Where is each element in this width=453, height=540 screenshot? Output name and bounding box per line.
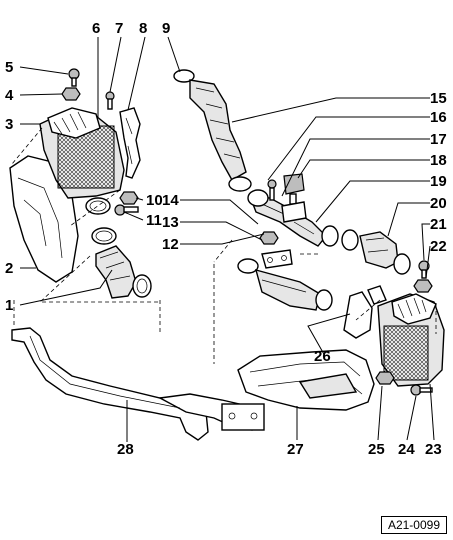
bolt-7 (105, 91, 115, 110)
hose-20 (341, 229, 411, 275)
callout-2: 2 (5, 260, 13, 277)
air-guide-right (237, 349, 375, 411)
hose-clamp-left-upper (85, 197, 111, 215)
callout-28: 28 (117, 441, 134, 458)
callout-13: 13 (162, 214, 179, 231)
callout-15: 15 (430, 90, 447, 107)
nut-22 (413, 279, 433, 293)
callout-numbers: 5 4 3 6 7 8 9 10 11 2 1 14 13 12 15 16 1… (5, 20, 447, 458)
dashed-assembly-lines (11, 127, 437, 364)
callout-6: 6 (92, 20, 100, 37)
callout-8: 8 (139, 20, 147, 37)
callout-5: 5 (5, 59, 13, 76)
hose-clamp-9 (173, 69, 195, 83)
callout-11: 11 (146, 212, 162, 229)
nut-25 (375, 371, 395, 385)
bracket-8 (119, 107, 141, 179)
callout-18: 18 (430, 152, 447, 169)
callout-7: 7 (115, 20, 123, 37)
intake-pipe-28 (11, 327, 265, 441)
callout-20: 20 (430, 195, 447, 212)
hose-clamp-left-lower (91, 227, 117, 245)
callout-22: 22 (430, 238, 447, 255)
nut-13 (259, 231, 279, 245)
callout-19: 19 (430, 173, 447, 190)
callout-17: 17 (430, 131, 447, 148)
hose-1 (95, 245, 152, 299)
callout-24: 24 (398, 441, 415, 458)
intercooler-right (377, 293, 445, 387)
intercooler-left (39, 107, 125, 199)
callout-10: 10 (146, 192, 163, 209)
callout-26: 26 (314, 348, 331, 365)
leader-lines (19, 36, 435, 442)
callout-9: 9 (162, 20, 170, 37)
hose-center-lower (237, 258, 333, 311)
bracket-12 (261, 249, 293, 269)
bracket-16 (281, 201, 307, 223)
hose-15 (189, 79, 252, 192)
callout-16: 16 (430, 109, 447, 126)
bolt-24 (410, 384, 433, 396)
callout-3: 3 (5, 116, 13, 133)
bolt-11 (114, 204, 139, 216)
bracket-26 (343, 285, 387, 339)
callout-21: 21 (430, 216, 447, 233)
callout-27: 27 (287, 441, 304, 458)
bolt-17 (267, 179, 277, 201)
callout-12: 12 (162, 236, 179, 253)
figure-reference-code: A21-0099 (380, 516, 447, 534)
bolt-21 (418, 260, 430, 279)
callout-25: 25 (368, 441, 385, 458)
callout-14: 14 (162, 192, 179, 209)
callout-4: 4 (5, 87, 14, 104)
nut-4 (61, 87, 81, 101)
bolt-5 (68, 68, 80, 87)
callout-23: 23 (425, 441, 442, 458)
nut-10 (119, 191, 139, 205)
sensor-18 (283, 173, 305, 205)
callout-1: 1 (5, 297, 13, 314)
